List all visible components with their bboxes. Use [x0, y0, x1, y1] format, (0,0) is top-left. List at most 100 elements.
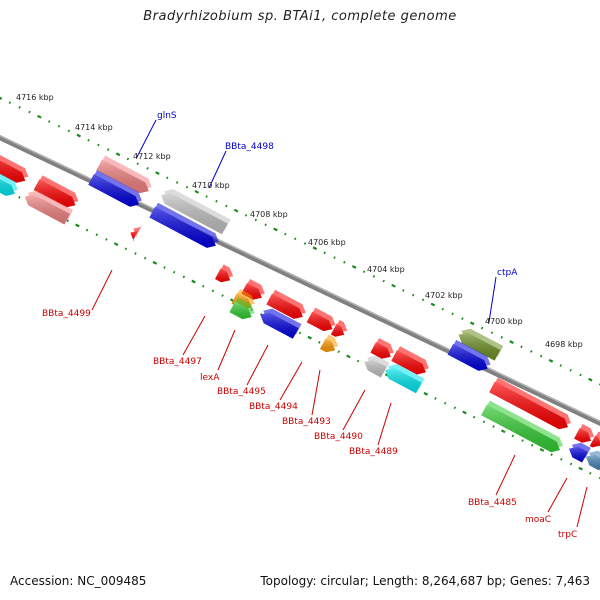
forward-gene-label: BBta_4498	[225, 142, 274, 152]
outer-ring-tick	[166, 176, 169, 180]
inner-ring-tick	[75, 223, 80, 228]
outer-ring-tick	[441, 307, 444, 311]
reverse-gene-label: BBta_4489	[349, 447, 398, 457]
outer-ring-tick	[469, 321, 475, 326]
inner-ring-tick	[500, 429, 506, 434]
outer-ring-tick	[57, 124, 61, 128]
inner-ring-tick	[143, 256, 147, 260]
inner-ring-tick	[550, 453, 553, 456]
inner-ring-tick	[66, 219, 69, 223]
gene-cyan	[0, 173, 18, 196]
outer-ring-tick	[293, 237, 297, 241]
outer-ring-tick	[205, 195, 208, 198]
gene-shading	[385, 368, 422, 394]
gene-cyan	[385, 364, 425, 394]
outer-ring-tick	[500, 336, 503, 339]
reverse-leader-line	[547, 477, 568, 513]
inner-ring-tick	[163, 266, 166, 269]
forward-gene-label: glnS	[157, 111, 177, 121]
forward-leader-line	[488, 276, 497, 323]
gene-shading	[481, 404, 560, 453]
outer-ring-tick	[194, 189, 200, 194]
gene-red	[266, 289, 306, 319]
reverse-gene-label: lexA	[200, 373, 220, 383]
reverse-leader-line	[576, 486, 588, 528]
gene-shading	[458, 332, 501, 361]
outer-ring-tick	[520, 345, 523, 349]
outer-ring-tick	[175, 181, 179, 184]
gene-pink	[96, 155, 152, 194]
outer-ring-tick	[264, 223, 267, 227]
gene-red	[489, 377, 571, 430]
inner-ring-tick	[578, 466, 583, 471]
reverse-leader-line	[246, 344, 269, 386]
outer-ring-tick	[107, 148, 110, 151]
accession-text: Accession: NC_009485	[10, 574, 147, 588]
genome-backbone	[0, 134, 600, 427]
reverse-leader-line	[342, 389, 366, 431]
outer-ring-tick	[273, 227, 278, 232]
outer-ring-tick	[412, 293, 415, 297]
outer-ring-tick	[480, 326, 484, 330]
outer-ring-tick	[284, 232, 287, 236]
outer-ring-tick	[28, 110, 31, 114]
gene-green	[229, 297, 255, 320]
gene-gray	[161, 189, 231, 235]
gene-shading	[586, 454, 600, 471]
gene-red	[306, 307, 336, 332]
gene-shading	[149, 206, 216, 248]
gene-red	[574, 424, 595, 443]
reverse-gene-label: BBta_4493	[282, 417, 331, 427]
gene-shading	[0, 179, 15, 196]
outer-ring-tick	[430, 302, 436, 307]
inner-ring-tick	[318, 341, 321, 344]
outer-ring-tick	[451, 312, 454, 316]
gene-red	[330, 319, 348, 337]
reverse-leader-line	[377, 402, 392, 446]
inner-tick-ring	[0, 186, 600, 480]
inner-ring-tick	[152, 260, 158, 265]
gene-red	[589, 431, 600, 448]
outer-ring-tick	[372, 275, 376, 278]
outer-ring-tick	[362, 270, 366, 274]
inner-ring-tick	[482, 420, 486, 424]
gene-gray	[364, 355, 390, 378]
inner-ring-tick	[560, 457, 563, 461]
inner-ring-tick	[298, 331, 302, 335]
gene-shading	[161, 193, 228, 235]
kbp-label: 4712 kbp	[133, 152, 171, 161]
kbp-label: 4702 kbp	[425, 291, 463, 300]
gene-blue	[88, 170, 142, 207]
gene-shading	[489, 381, 568, 430]
inner-ring-tick	[124, 247, 128, 251]
inner-ring-tick	[462, 410, 467, 415]
kbp-label: 4714 kbp	[75, 123, 113, 132]
outer-tick-ring	[0, 96, 600, 386]
gene-shading	[130, 230, 140, 242]
reverse-gene-label: BBta_4499	[42, 309, 91, 319]
reverse-gene-label: moaC	[525, 515, 551, 525]
gene-shading	[24, 194, 70, 225]
outer-ring-tick	[115, 152, 121, 157]
forward-leader-line	[136, 119, 157, 158]
reverse-leader-line	[91, 269, 113, 311]
gene-blue	[447, 339, 491, 371]
outer-ring-tick	[548, 358, 554, 363]
inner-ring-tick	[346, 354, 351, 359]
reverse-leader-line	[311, 369, 321, 416]
forward-gene-label: ctpA	[497, 268, 518, 278]
gene-red	[391, 346, 429, 375]
outer-ring-tick	[254, 218, 258, 222]
outer-ring-tick	[0, 96, 3, 100]
inner-ring-tick	[569, 462, 573, 466]
gene-red-small	[130, 226, 143, 242]
outer-ring-tick	[136, 162, 139, 166]
inner-ring-tick	[511, 434, 515, 438]
reverse-gene-label: BBta_4495	[217, 387, 266, 397]
gene-blue	[569, 442, 591, 463]
inner-ring-tick	[134, 252, 137, 255]
inner-ring-tick	[85, 228, 89, 232]
inner-ring-tick	[539, 448, 545, 452]
reverse-gene-label: BBta_4485	[468, 498, 517, 508]
